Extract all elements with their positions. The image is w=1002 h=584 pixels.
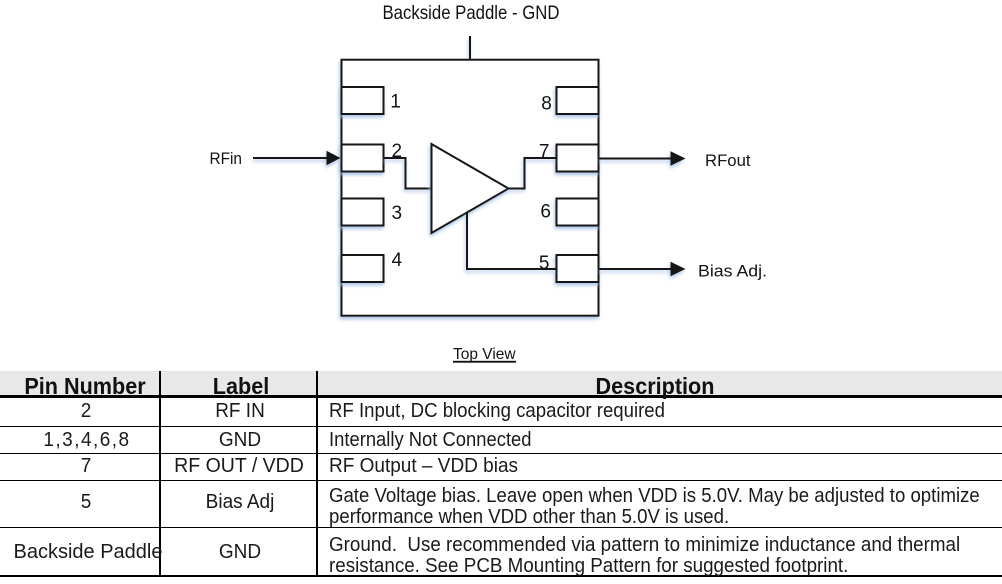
svg-text:1: 1 <box>390 92 401 113</box>
svg-text:RFin: RFin <box>210 150 243 168</box>
svg-text:RFout: RFout <box>705 151 751 170</box>
svg-text:3: 3 <box>392 203 403 224</box>
svg-text:4: 4 <box>392 250 403 271</box>
svg-text:5: 5 <box>539 253 550 274</box>
svg-text:8: 8 <box>541 93 552 114</box>
svg-text:7: 7 <box>539 142 550 163</box>
svg-text:Backside Paddle - GND: Backside Paddle - GND <box>383 2 560 24</box>
svg-text:2: 2 <box>392 141 403 162</box>
svg-text:6: 6 <box>540 202 551 223</box>
svg-text:Bias Adj.: Bias Adj. <box>698 261 767 280</box>
svg-text:Top View: Top View <box>453 346 516 363</box>
